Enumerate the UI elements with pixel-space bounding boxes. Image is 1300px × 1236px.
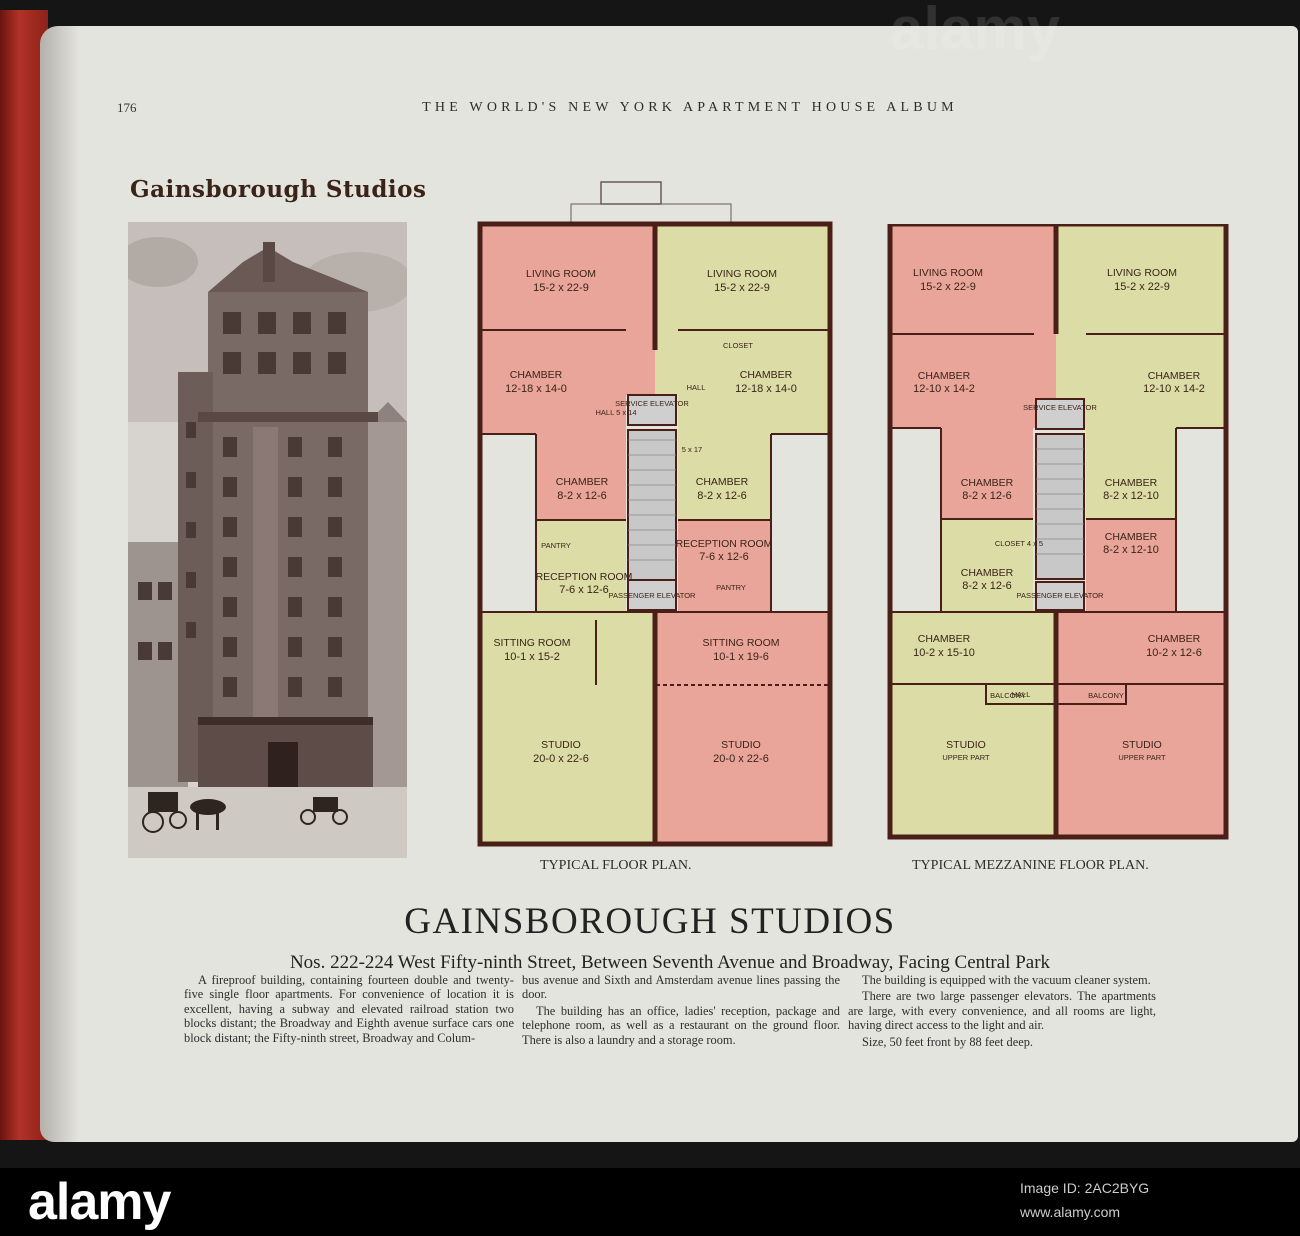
chamber-left-dim: 12-18 x 14-0 bbox=[505, 383, 567, 395]
mezzanine-floor-plan: LIVING ROOM 15-2 x 22-9 LIVING ROOM 15-2… bbox=[887, 224, 1229, 840]
col3-paragraph-1: The building is equipped with the vacuum… bbox=[862, 973, 1151, 987]
chamber2-left-label: CHAMBER bbox=[556, 476, 609, 488]
article-address: Nos. 222-224 West Fifty-ninth Street, Be… bbox=[289, 952, 1051, 973]
mezz-living-left-label: LIVING ROOM bbox=[913, 267, 983, 279]
closet-label: CLOSET bbox=[723, 341, 753, 350]
chamber-left-label: CHAMBER bbox=[510, 369, 563, 381]
service-elevator-label: SERVICE ELEVATOR bbox=[615, 399, 689, 408]
alamy-logo: alamy bbox=[28, 1173, 171, 1231]
mezz-chamber3-right-dim: 8-2 x 12-10 bbox=[1103, 544, 1159, 556]
living-room-left-label: LIVING ROOM bbox=[526, 268, 596, 280]
typical-floor-plan: LIVING ROOM 15-2 x 22-9 LIVING ROOM 15-2… bbox=[477, 181, 833, 847]
reception-right-label: RECEPTION ROOM bbox=[676, 538, 773, 550]
reception-left-dim: 7-6 x 12-6 bbox=[559, 584, 609, 596]
chamber2-right-fill bbox=[676, 430, 771, 520]
studio-left-label: STUDIO bbox=[541, 739, 581, 751]
mezz-chamber4-left-label: CHAMBER bbox=[918, 633, 971, 645]
mezz-studio-left-sub: UPPER PART bbox=[942, 753, 990, 762]
article-column-1: A fireproof building, containing fourtee… bbox=[184, 973, 514, 1045]
article-column-3: The building is equipped with the vacuum… bbox=[848, 973, 1156, 1049]
article-title: GAINSBOROUGH STUDIOS bbox=[404, 901, 896, 942]
living-room-right-label: LIVING ROOM bbox=[707, 268, 777, 280]
col3-paragraph-3: Size, 50 feet front by 88 feet deep. bbox=[862, 1034, 1033, 1049]
building-name-heading: Gainsborough Studios bbox=[130, 176, 427, 203]
chamber-right-dim: 12-18 x 14-0 bbox=[735, 383, 797, 395]
mezz-studio-right-sub: UPPER PART bbox=[1118, 753, 1166, 762]
page-number: 176 bbox=[117, 100, 137, 115]
col1-paragraph-1: A fireproof building, containing fourtee… bbox=[184, 973, 514, 1045]
mezz-living-right-dim: 15-2 x 22-9 bbox=[1114, 281, 1170, 293]
mezz-chamber2-right-dim: 8-2 x 12-10 bbox=[1103, 490, 1159, 502]
mezz-chamber2-right-label: CHAMBER bbox=[1105, 477, 1158, 489]
sitting-left-label: SITTING ROOM bbox=[494, 637, 571, 649]
studio-left-fill bbox=[480, 612, 656, 844]
sitting-left-dim: 10-1 x 15-2 bbox=[504, 651, 560, 663]
mezz-chamber3-left-dim: 8-2 x 12-6 bbox=[962, 580, 1012, 592]
studio-right-fill bbox=[656, 612, 830, 844]
chamber2-right-dim: 8-2 x 12-6 bbox=[697, 490, 747, 502]
pantry-left-label: PANTRY bbox=[541, 541, 571, 550]
mezz-closet-label: CLOSET 4 x 5 bbox=[995, 539, 1043, 548]
passenger-elevator-label: PASSENGER ELEVATOR bbox=[609, 591, 697, 600]
mezz-chamber2-left-label: CHAMBER bbox=[961, 477, 1014, 489]
image-url-text: www.alamy.com bbox=[1020, 1204, 1121, 1220]
mezz-chamber4-left-dim: 10-2 x 15-10 bbox=[913, 647, 975, 659]
hall-dim-label: HALL 5 x 14 bbox=[596, 408, 637, 417]
mezz-balcony-left-label: BALCONY bbox=[990, 691, 1026, 700]
mezz-hall-label: HALL bbox=[1012, 690, 1031, 699]
col2-paragraph-1: bus avenue and Sixth and Amsterdam avenu… bbox=[522, 973, 840, 1002]
hall-label: HALL bbox=[687, 383, 706, 392]
mezz-chamber-right-dim: 12-10 x 14-2 bbox=[1143, 383, 1205, 395]
studio-right-dim: 20-0 x 22-6 bbox=[713, 753, 769, 765]
image-id-text: Image ID: 2AC2BYG bbox=[1020, 1180, 1150, 1196]
sitting-right-label: SITTING ROOM bbox=[703, 637, 780, 649]
mezz-studio-right-label: STUDIO bbox=[1122, 739, 1162, 751]
mezzanine-floor-plan-caption: TYPICAL MEZZANINE FLOOR PLAN. bbox=[912, 858, 1149, 873]
mezz-chamber3-right-label: CHAMBER bbox=[1105, 531, 1158, 543]
mezz-chamber-left-dim: 12-10 x 14-2 bbox=[913, 383, 975, 395]
reception-left-label: RECEPTION ROOM bbox=[536, 571, 633, 583]
mezz-living-left-dim: 15-2 x 22-9 bbox=[920, 281, 976, 293]
pantry-right-label: PANTRY bbox=[716, 583, 746, 592]
mezz-chamber-left-label: CHAMBER bbox=[918, 370, 971, 382]
running-head: THE WORLD'S NEW YORK APARTMENT HOUSE ALB… bbox=[422, 100, 958, 115]
page-gutter-shade bbox=[40, 26, 80, 1142]
chamber2-right-label: CHAMBER bbox=[696, 476, 749, 488]
mezz-service-elevator-label: SERVICE ELEVATOR bbox=[1023, 403, 1097, 412]
mezz-chamber3-left-label: CHAMBER bbox=[961, 567, 1014, 579]
faint-watermark-top: alamy bbox=[890, 0, 1061, 62]
typical-floor-plan-caption: TYPICAL FLOOR PLAN. bbox=[540, 858, 692, 873]
mezz-living-right-label: LIVING ROOM bbox=[1107, 267, 1177, 279]
col3-paragraph-2: There are two large passenger elevators.… bbox=[848, 989, 1156, 1033]
chamber-right-label: CHAMBER bbox=[740, 369, 793, 381]
mezz-studio-left-label: STUDIO bbox=[946, 739, 986, 751]
building-illustration bbox=[128, 222, 407, 858]
article-column-2: bus avenue and Sixth and Amsterdam avenu… bbox=[522, 973, 840, 1047]
dim-5x17-label: 5 x 17 bbox=[682, 445, 702, 454]
mezz-balcony-right-label: BALCONY bbox=[1088, 691, 1124, 700]
mezz-chamber4-right-label: CHAMBER bbox=[1148, 633, 1201, 645]
watermark-band bbox=[0, 1168, 1300, 1236]
studio-left-dim: 20-0 x 22-6 bbox=[533, 753, 589, 765]
sitting-right-dim: 10-1 x 19-6 bbox=[713, 651, 769, 663]
reception-right-dim: 7-6 x 12-6 bbox=[699, 551, 749, 563]
col2-paragraph-2: The building has an office, ladies' rece… bbox=[522, 1003, 840, 1047]
mezz-chamber4-right-dim: 10-2 x 12-6 bbox=[1146, 647, 1202, 659]
mezz-passenger-elevator-label: PASSENGER ELEVATOR bbox=[1017, 591, 1105, 600]
mezz-chamber2-left-dim: 8-2 x 12-6 bbox=[962, 490, 1012, 502]
chamber2-left-dim: 8-2 x 12-6 bbox=[557, 490, 607, 502]
studio-right-label: STUDIO bbox=[721, 739, 761, 751]
chamber2-left-fill bbox=[536, 430, 626, 520]
mezz-chamber-right-label: CHAMBER bbox=[1148, 370, 1201, 382]
living-room-left-dim: 15-2 x 22-9 bbox=[533, 282, 589, 294]
living-room-right-dim: 15-2 x 22-9 bbox=[714, 282, 770, 294]
